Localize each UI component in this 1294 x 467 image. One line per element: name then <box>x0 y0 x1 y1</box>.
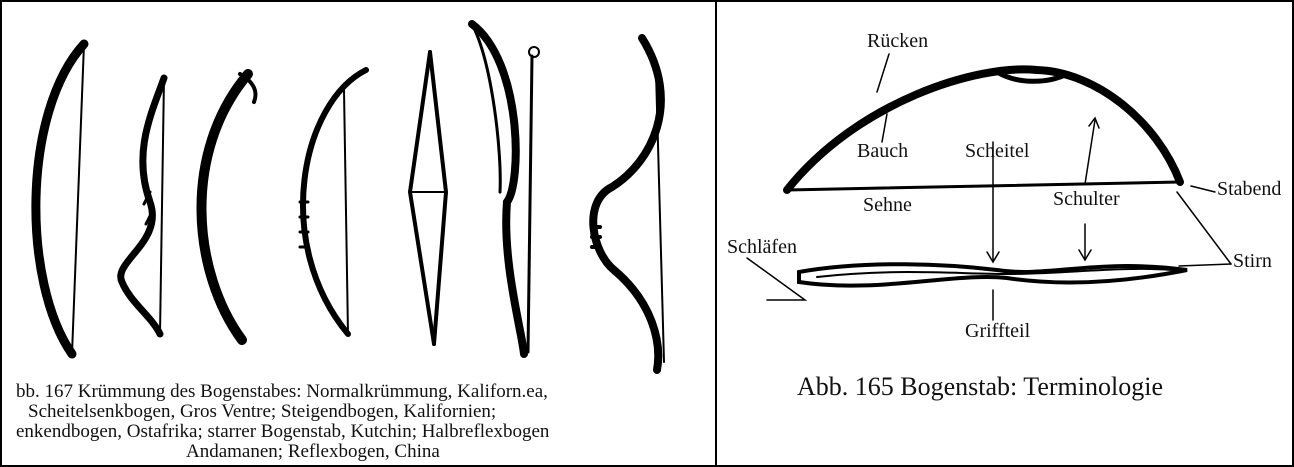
label-schulter: Schulter <box>1053 188 1120 211</box>
label-stirn: Stirn <box>1233 250 1272 273</box>
label-sehne: Sehne <box>863 194 912 217</box>
bow-top-view <box>799 264 1187 285</box>
left-figure-caption: bb. 167 Krümmung des Bogenstabes: Normal… <box>16 382 716 462</box>
bow-normal-curvature <box>36 44 84 354</box>
caption-line: Andamanen; Reflexbogen, China <box>16 442 716 462</box>
bow-reflex <box>592 38 664 370</box>
label-schlaefen: Schläfen <box>727 236 797 259</box>
bow-center-dip <box>121 78 164 334</box>
caption-line: Scheitelsenkbogen, Gros Ventre; Steigend… <box>16 402 716 422</box>
bow-side-view <box>787 69 1180 190</box>
label-griffteil: Griffteil <box>965 320 1030 343</box>
label-scheitel: Scheitel <box>965 140 1029 163</box>
bow-terminology-panel: Rücken Bauch Scheitel Sehne Schulter Sta… <box>717 2 1292 465</box>
bow-semi-reflex <box>472 24 539 354</box>
caption-line: enkendbogen, Ostafrika; starrer Bogensta… <box>16 422 716 442</box>
label-stabende: Stabend <box>1217 178 1281 201</box>
bow-curvature-panel: bb. 167 Krümmung des Bogenstabes: Normal… <box>2 2 715 465</box>
label-ruecken: Rücken <box>867 30 928 53</box>
bow-rigid <box>410 52 446 344</box>
bow-sinking <box>300 70 366 334</box>
bow-rising <box>201 74 255 340</box>
bowstring <box>787 182 1180 190</box>
caption-line: bb. 167 Krümmung des Bogenstabes: Normal… <box>16 382 716 402</box>
right-figure-caption: Abb. 165 Bogenstab: Terminologie <box>797 372 1163 402</box>
label-bauch: Bauch <box>857 140 908 163</box>
